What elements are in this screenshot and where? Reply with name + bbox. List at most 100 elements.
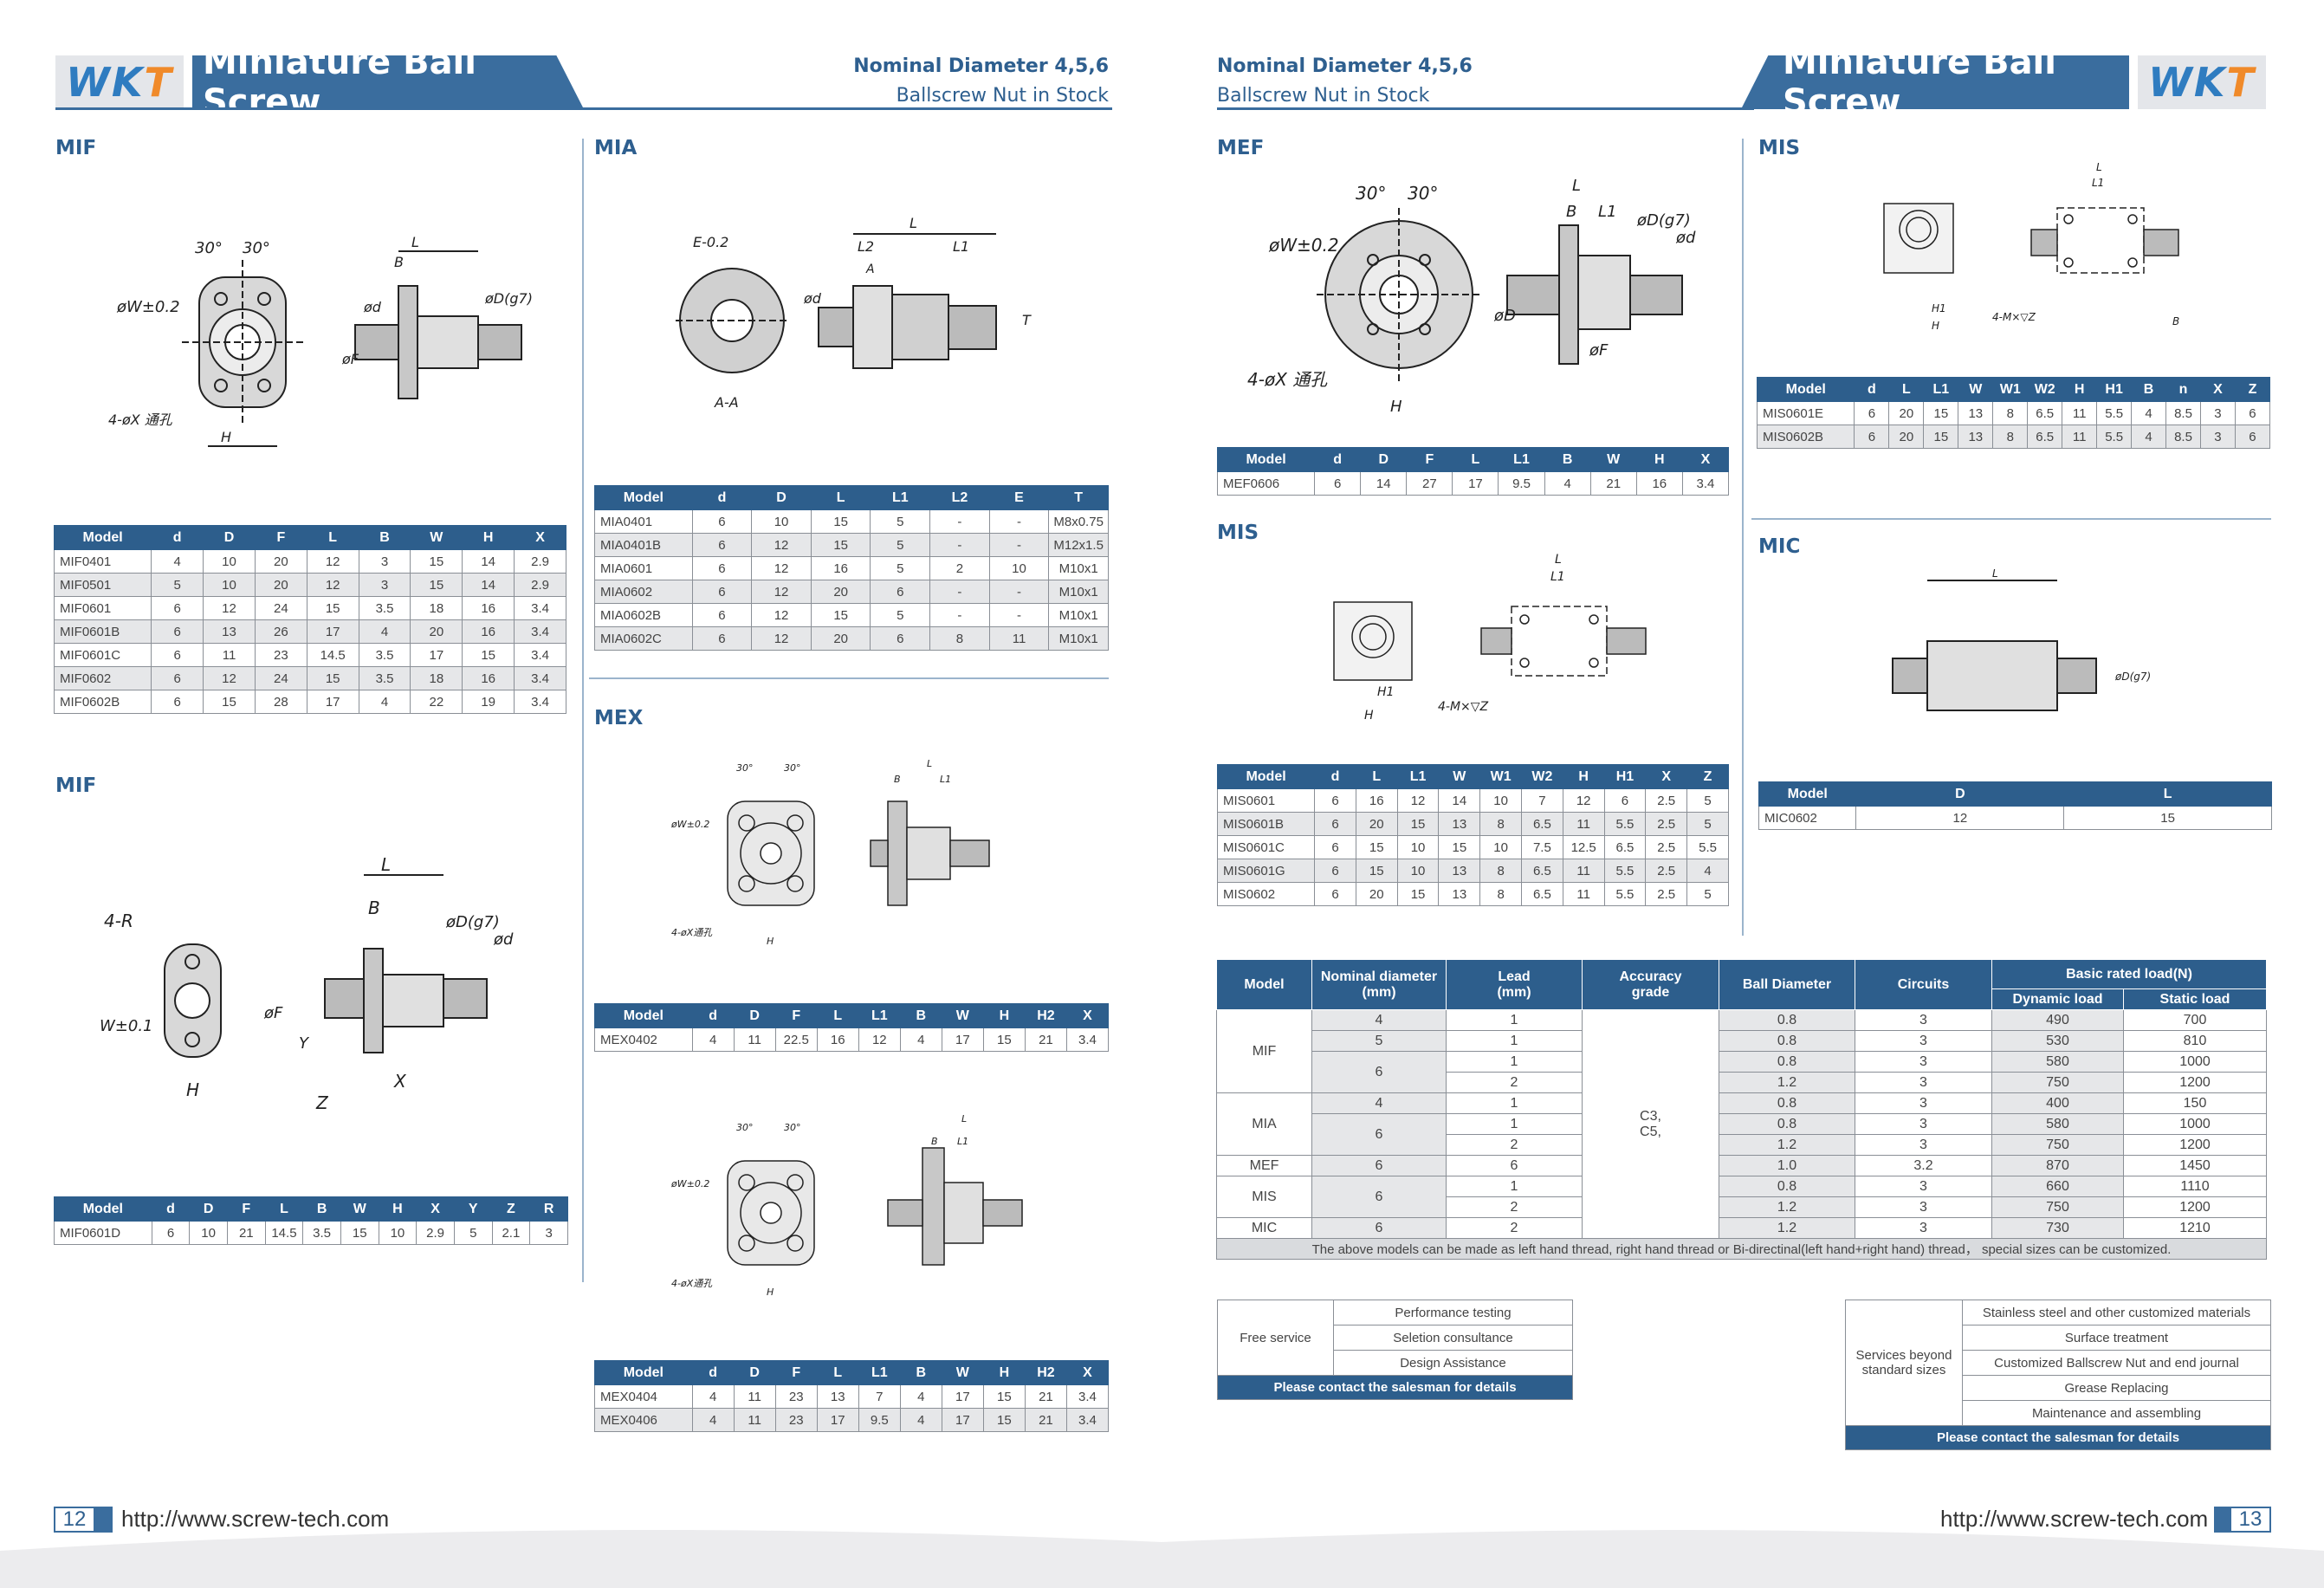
column-header: L2 bbox=[929, 485, 990, 510]
column-header: L bbox=[1888, 377, 1925, 402]
dim-dg7-label: øD(g7) bbox=[1636, 211, 1691, 230]
table-cell: 15 bbox=[1355, 835, 1398, 859]
dim-l1-label: L1 bbox=[953, 238, 969, 255]
dim-l1-label: L1 bbox=[1598, 203, 1616, 221]
table-cell: MIC bbox=[1216, 1217, 1312, 1239]
table-cell: 530 bbox=[1991, 1030, 2124, 1052]
table-cell: 11 bbox=[1562, 882, 1605, 906]
table-cell: 0.8 bbox=[1719, 1009, 1855, 1031]
column-header: Model bbox=[1216, 447, 1316, 472]
header-static: Static load bbox=[2123, 988, 2267, 1010]
table-cell: 6 bbox=[151, 690, 204, 714]
table-cell: 13 bbox=[1958, 401, 1994, 425]
table-cell: 3 bbox=[1855, 1176, 1992, 1197]
mex-technical-drawing-2: 30° 30° øW±0.2 4-øX通孔 H L B L1 bbox=[670, 1113, 1023, 1298]
table-cell: 6.5 bbox=[2027, 425, 2063, 449]
model-cell: MEX0406 bbox=[594, 1408, 693, 1432]
table-cell: 15 bbox=[982, 1408, 1026, 1432]
dim-bigd-label: øD bbox=[1493, 307, 1516, 325]
page-title-left: Miniature Ball Screw bbox=[192, 55, 584, 109]
table-cell: 8 bbox=[1479, 812, 1522, 836]
table-cell: 16 bbox=[816, 1027, 859, 1052]
table-cell: 12 bbox=[203, 666, 256, 690]
table-cell: - bbox=[988, 533, 1050, 557]
table-cell: 15 bbox=[1923, 425, 1959, 449]
dim-h-label: H bbox=[767, 1287, 774, 1298]
website-link-right[interactable]: http://www.screw-tech.com bbox=[1940, 1506, 2209, 1532]
beyond-service-contact: Please contact the salesman for details bbox=[1845, 1425, 2271, 1450]
thread-holes-label: 4-M×▽Z bbox=[1438, 700, 1489, 714]
dim-d-label: ød bbox=[493, 930, 514, 949]
page-title-right: Miniature Ball Screw bbox=[1741, 55, 2129, 109]
column-header: Z bbox=[491, 1196, 531, 1222]
table-cell: 3.4 bbox=[514, 690, 566, 714]
table-cell: 750 bbox=[1991, 1072, 2124, 1093]
table-cell: 16 bbox=[462, 666, 515, 690]
table-cell: 15 bbox=[306, 666, 359, 690]
table-cell: 3 bbox=[1855, 1072, 1992, 1093]
mis-top-technical-drawing: L L1 H1 H 4-M×▽Z B bbox=[1883, 161, 2179, 332]
load-rating-table: Model Nominal diameter (mm) Lead (mm) Ac… bbox=[1216, 959, 2267, 1260]
column-header: X bbox=[1065, 1003, 1110, 1028]
header-dynamic: Dynamic load bbox=[1991, 988, 2124, 1010]
table-cell: M10x1 bbox=[1048, 556, 1109, 580]
table-cell: 3.4 bbox=[514, 619, 566, 644]
table-cell: 12 bbox=[858, 1027, 901, 1052]
table-cell: 3.4 bbox=[1065, 1408, 1110, 1432]
column-header: W bbox=[1438, 764, 1481, 789]
table-cell: 12 bbox=[1855, 806, 2065, 830]
table-cell: 21 bbox=[1024, 1408, 1067, 1432]
table-cell: 660 bbox=[1991, 1176, 2124, 1197]
dim-h1-label: H1 bbox=[1377, 685, 1394, 699]
table-cell: 0.8 bbox=[1719, 1113, 1855, 1135]
column-header: L1 bbox=[858, 1360, 901, 1385]
column-header: H bbox=[982, 1003, 1026, 1028]
table-cell: 15 bbox=[982, 1384, 1026, 1409]
mic-technical-drawing: L øD(g7) bbox=[1892, 567, 2151, 711]
column-header: B bbox=[358, 525, 411, 550]
column-header: H1 bbox=[2096, 377, 2133, 402]
model-cell: MIS0601E bbox=[1756, 401, 1855, 425]
dim-b-label: B bbox=[931, 1136, 938, 1147]
dim-l-label: L bbox=[2096, 161, 2102, 173]
table-cell: 7 bbox=[858, 1384, 901, 1409]
website-link-left[interactable]: http://www.screw-tech.com bbox=[121, 1506, 390, 1532]
angle-label: 30° bbox=[1408, 183, 1438, 204]
table-cell: 5 bbox=[1311, 1030, 1447, 1052]
dim-d-label: ød bbox=[803, 290, 822, 307]
table-cell: 10 bbox=[1396, 859, 1440, 883]
dim-l-label: L bbox=[411, 234, 419, 250]
table-cell: 15 bbox=[306, 596, 359, 620]
section-title-mis-top: MIS bbox=[1758, 137, 1801, 159]
table-cell: 6 bbox=[151, 666, 204, 690]
table-cell: 20 bbox=[1355, 812, 1398, 836]
table-cell: 5 bbox=[870, 509, 931, 534]
column-header: W bbox=[941, 1003, 984, 1028]
table-cell: 11 bbox=[733, 1408, 776, 1432]
free-service-label: Free service bbox=[1217, 1300, 1334, 1376]
dim-b-label: B bbox=[368, 898, 380, 918]
table-cell: 6 bbox=[1314, 471, 1362, 496]
table-cell: 26 bbox=[254, 619, 307, 644]
table-cell: M10x1 bbox=[1048, 603, 1109, 627]
subtitle-left: Nominal Diameter 4,5,6 Ballscrew Nut in … bbox=[849, 52, 1109, 111]
model-cell: MIS0602B bbox=[1756, 425, 1855, 449]
dim-dg7-label: øD(g7) bbox=[445, 913, 500, 931]
table-cell: 1.2 bbox=[1719, 1196, 1855, 1218]
column-header: B bbox=[302, 1196, 341, 1222]
column-header: L bbox=[306, 525, 359, 550]
table-cell: 15 bbox=[1355, 859, 1398, 883]
table-cell: 12.5 bbox=[1562, 835, 1605, 859]
table-cell: 15 bbox=[810, 509, 871, 534]
table-cell: M10x1 bbox=[1048, 626, 1109, 651]
table-cell: 1 bbox=[1446, 1051, 1583, 1073]
dim-l-label: L bbox=[1555, 553, 1562, 567]
